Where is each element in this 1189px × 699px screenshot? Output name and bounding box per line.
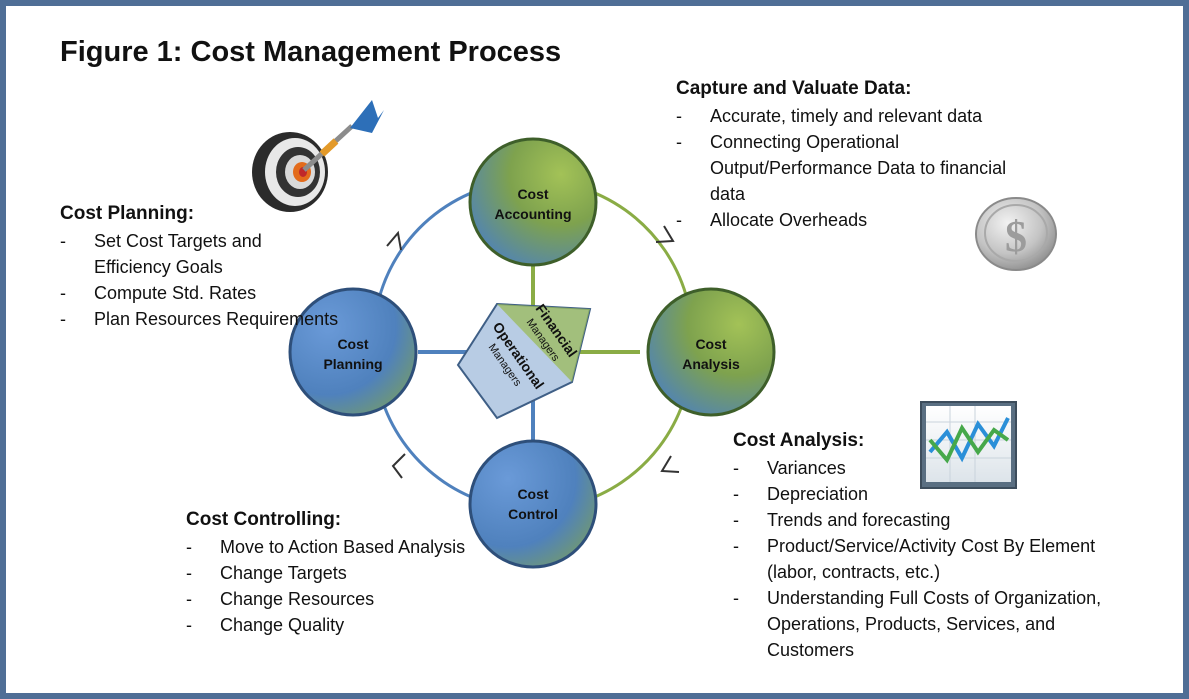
node-cost-accounting: Cost Accounting bbox=[468, 137, 598, 267]
list-item: Compute Std. Rates bbox=[60, 280, 340, 306]
arrow-icon bbox=[660, 455, 680, 473]
arrow-icon bbox=[655, 225, 675, 243]
cost-controlling-list: Move to Action Based Analysis Change Tar… bbox=[186, 534, 476, 638]
cost-controlling-block: Cost Controlling: Move to Action Based A… bbox=[186, 509, 476, 638]
cycle-arrows bbox=[386, 225, 680, 479]
capture-valuate-heading: Capture and Valuate Data: bbox=[676, 78, 912, 99]
cost-analysis-list: Variances Depreciation Trends and foreca… bbox=[733, 455, 1143, 663]
list-item: Trends and forecasting bbox=[733, 507, 1143, 533]
node-label-line2: Planning bbox=[323, 356, 382, 372]
arrow-icon bbox=[386, 230, 402, 251]
arrow-icon bbox=[391, 453, 406, 479]
node-label-line1: Cost bbox=[517, 486, 548, 502]
list-item: Change Resources bbox=[186, 586, 476, 612]
node-label-line2: Analysis bbox=[682, 356, 740, 372]
cost-analysis-heading: Cost Analysis: bbox=[733, 430, 865, 451]
list-item: Connecting Operational Output/Performanc… bbox=[676, 129, 1016, 207]
managers-pentagon: Financial Managers Operational Managers bbox=[456, 301, 592, 420]
node-cost-analysis: Cost Analysis bbox=[646, 287, 776, 417]
list-item: Move to Action Based Analysis bbox=[186, 534, 476, 560]
cost-analysis-block: Cost Analysis: Variances Depreciation Tr… bbox=[733, 430, 1153, 663]
cost-planning-list: Set Cost Targets and Efficiency Goals Co… bbox=[60, 228, 340, 332]
list-item: Variances bbox=[733, 455, 1143, 481]
cost-planning-heading: Cost Planning: bbox=[60, 203, 195, 224]
capture-valuate-list: Accurate, timely and relevant data Conne… bbox=[676, 103, 1016, 233]
cost-planning-block: Cost Planning: Set Cost Targets and Effi… bbox=[60, 203, 340, 332]
node-cost-control: Cost Control bbox=[468, 439, 598, 569]
node-label-line2: Accounting bbox=[495, 206, 572, 222]
node-label-line1: Cost bbox=[695, 336, 726, 352]
list-item: Plan Resources Requirements bbox=[60, 306, 340, 332]
figure-title: Figure 1: Cost Management Process bbox=[60, 36, 562, 68]
list-item: Change Quality bbox=[186, 612, 476, 638]
list-item: Depreciation bbox=[733, 481, 1143, 507]
list-item: Set Cost Targets and Efficiency Goals bbox=[60, 228, 340, 280]
node-label-line2: Control bbox=[508, 506, 558, 522]
list-item: Change Targets bbox=[186, 560, 476, 586]
list-item: Product/Service/Activity Cost By Element… bbox=[733, 533, 1143, 585]
list-item: Allocate Overheads bbox=[676, 207, 1016, 233]
list-item: Understanding Full Costs of Organization… bbox=[733, 585, 1143, 663]
list-item: Accurate, timely and relevant data bbox=[676, 103, 1016, 129]
dartboard-icon bbox=[240, 92, 384, 212]
capture-valuate-block: Capture and Valuate Data: Accurate, time… bbox=[676, 78, 1096, 233]
node-label-line1: Cost bbox=[337, 336, 368, 352]
cost-controlling-heading: Cost Controlling: bbox=[186, 509, 342, 530]
node-label-line1: Cost bbox=[517, 186, 548, 202]
